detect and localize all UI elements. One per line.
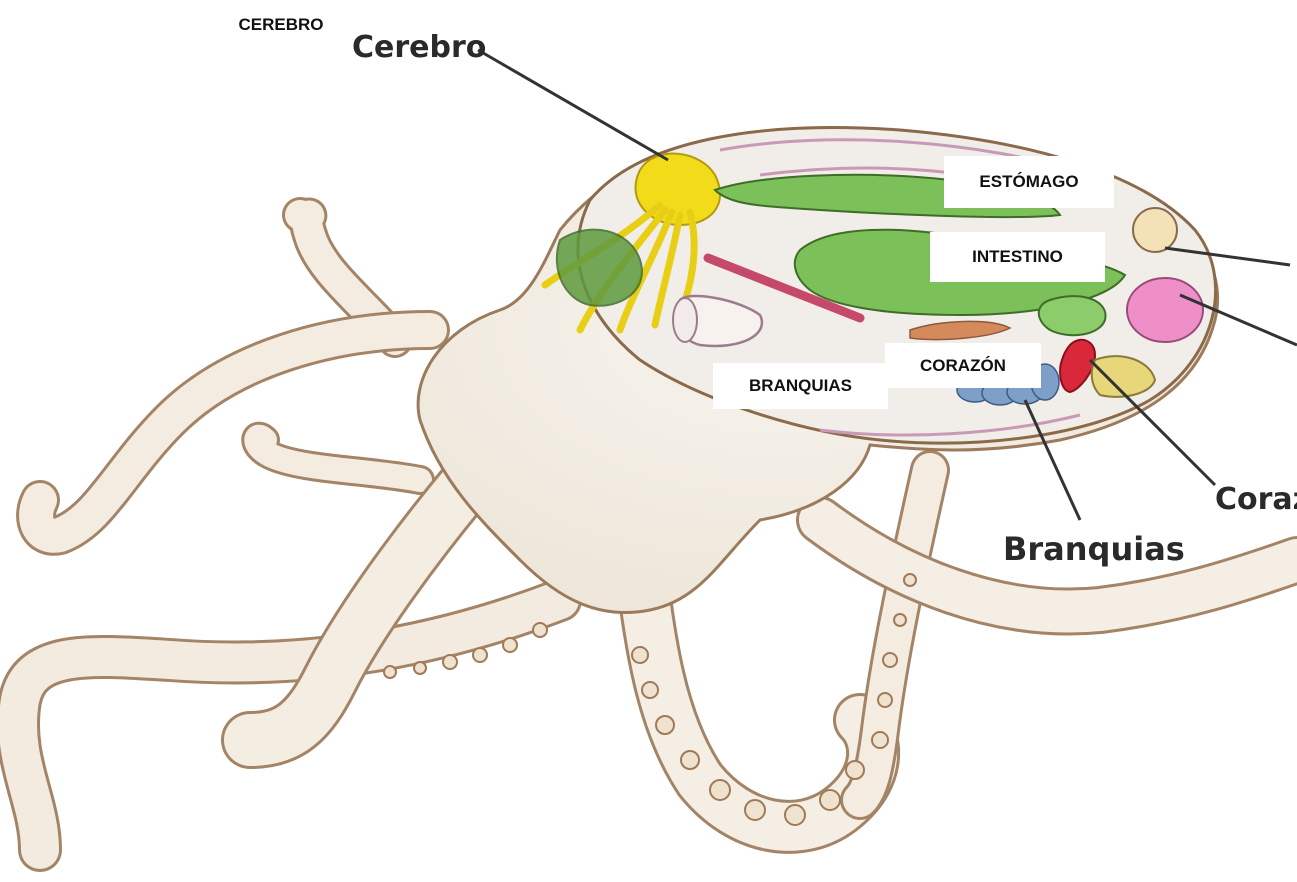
label-intestino: INTESTINO xyxy=(930,232,1105,282)
original-label-cerebro: Cerebro xyxy=(352,30,486,65)
label-cerebro: CEREBRO xyxy=(222,6,340,44)
label-branquias: BRANQUIAS xyxy=(713,363,888,409)
original-label-branquias: Branquias xyxy=(1003,530,1185,568)
label-corazon: CORAZÓN xyxy=(885,343,1041,388)
original-label-corazon: Coraz xyxy=(1215,482,1297,517)
label-estomago: ESTÓMAGO xyxy=(944,156,1114,208)
